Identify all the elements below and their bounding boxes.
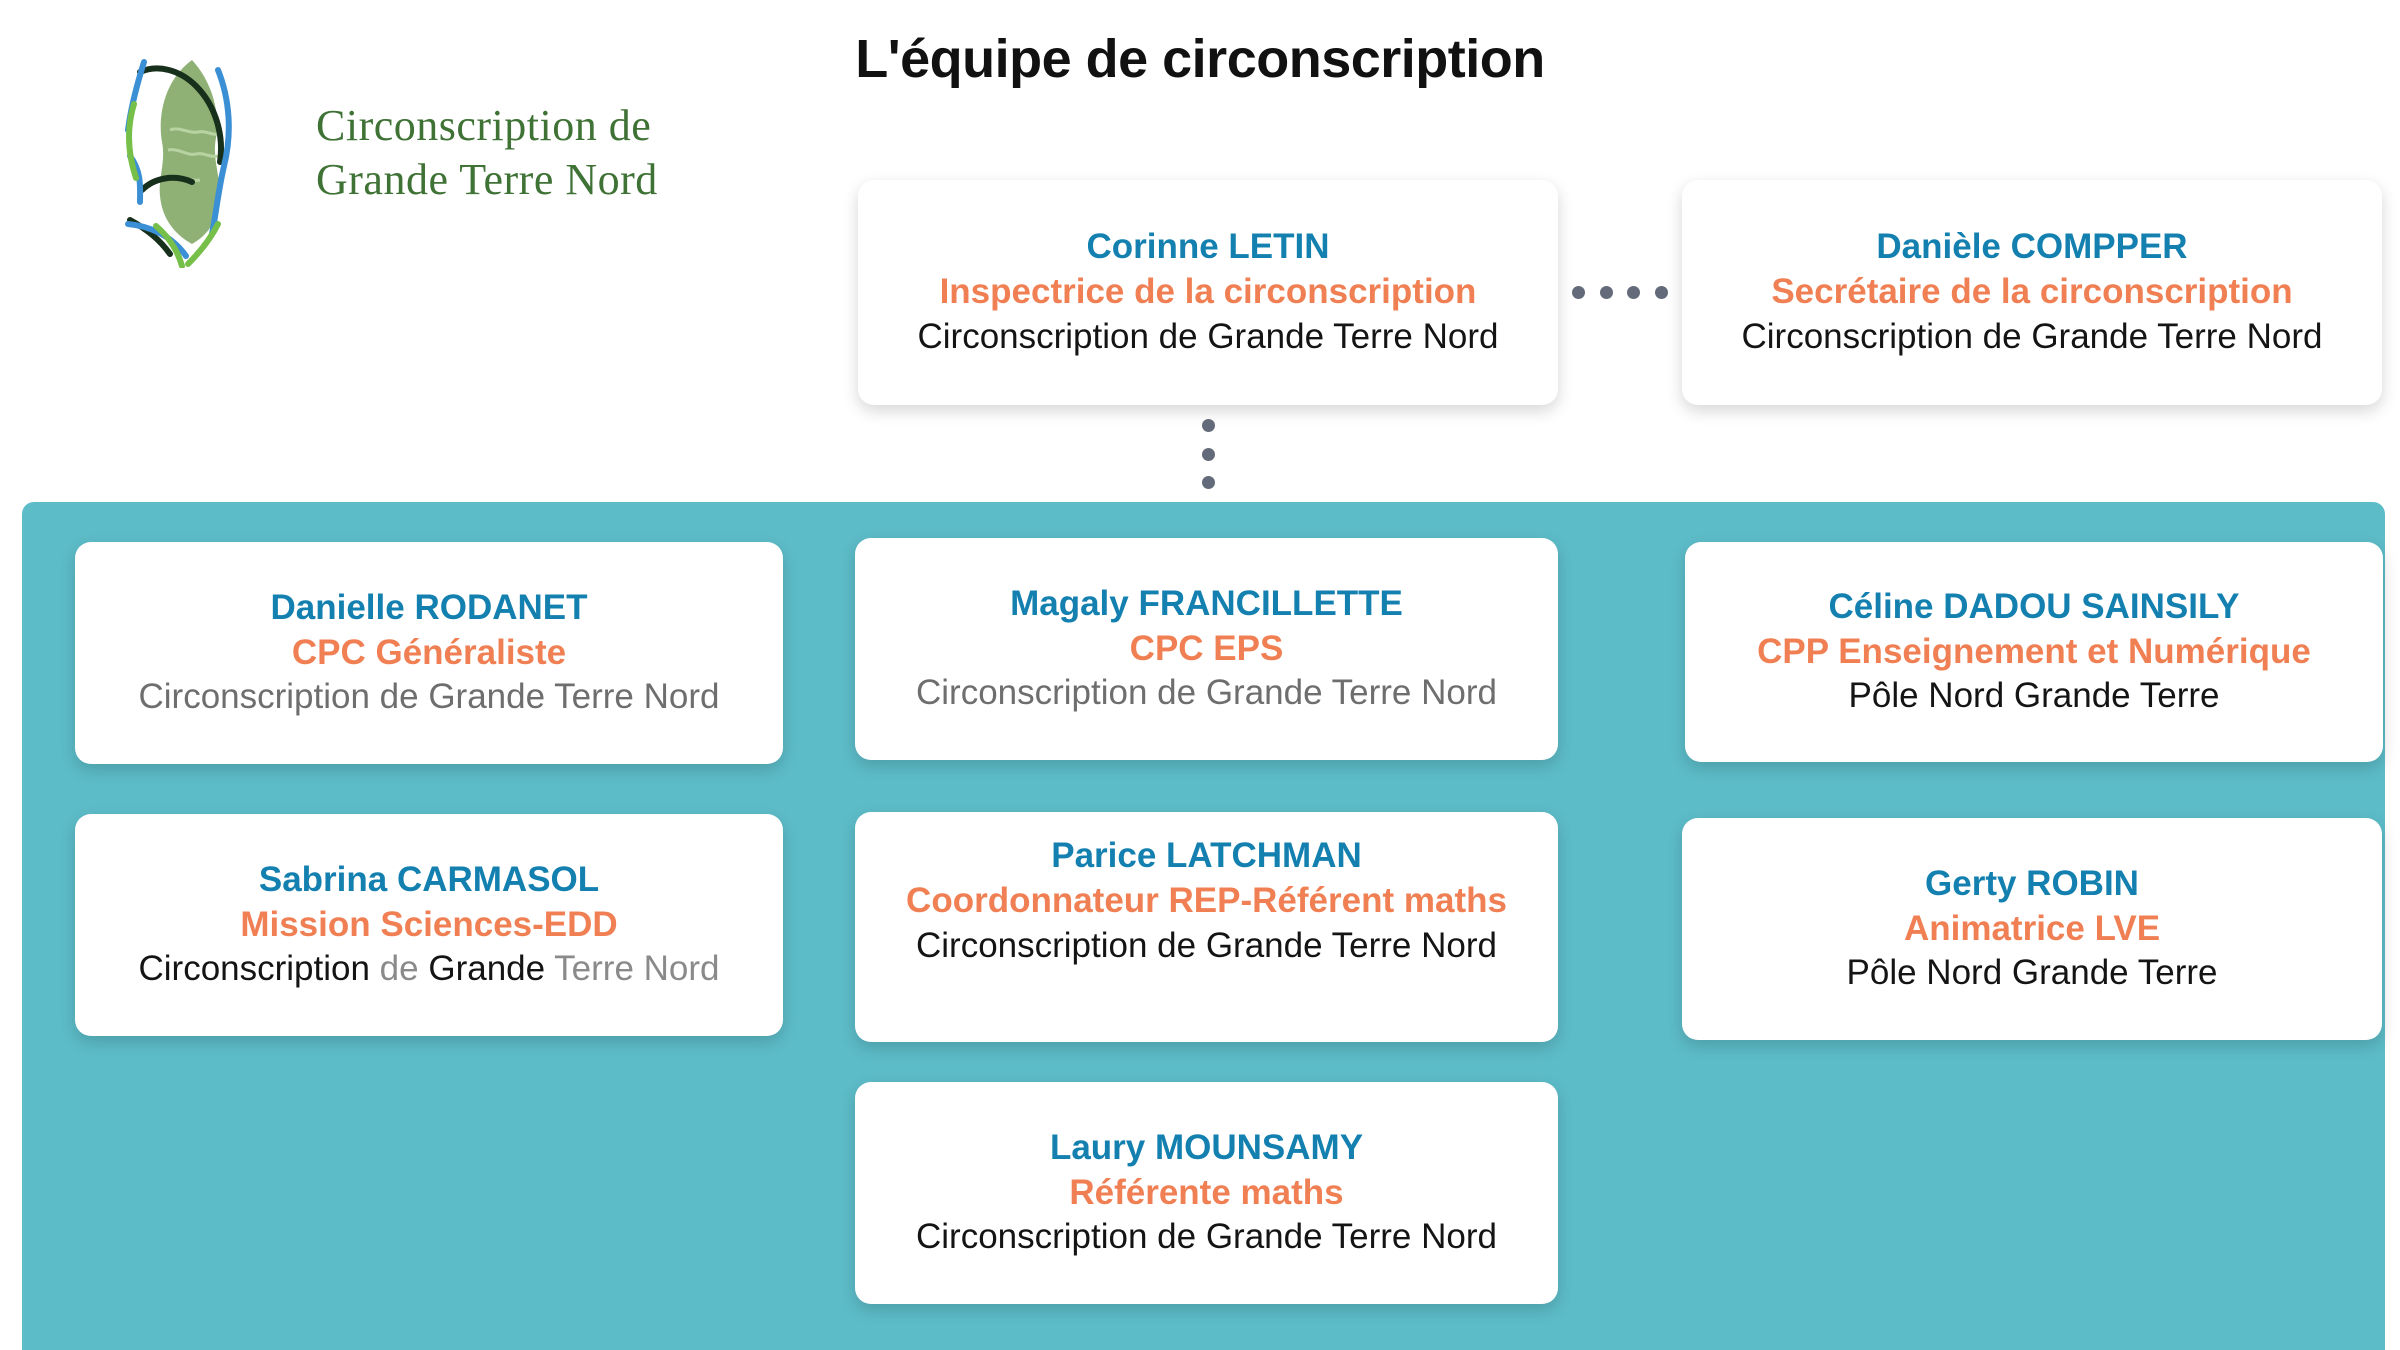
- person-card-daniele-compper[interactable]: Danièle COMPPER Secrétaire de la circons…: [1682, 180, 2382, 405]
- person-card-parice-latchman[interactable]: Parice LATCHMAN Coordonnateur REP-Référe…: [855, 812, 1558, 1042]
- person-role: Secrétaire de la circonscription: [1771, 272, 2293, 312]
- person-name: Gerty ROBIN: [1925, 863, 2139, 903]
- place-text-run: Grande: [428, 949, 546, 989]
- person-card-gerty-robin[interactable]: Gerty ROBIN Animatrice LVE Pôle Nord Gra…: [1682, 818, 2382, 1040]
- person-card-sabrina-carmasol[interactable]: Sabrina CARMASOL Mission Sciences-EDD Ci…: [75, 814, 783, 1036]
- person-name: Laury MOUNSAMY: [1049, 1127, 1364, 1167]
- person-role: Inspectrice de la circonscription: [939, 272, 1477, 312]
- page-title: L'équipe de circonscription: [855, 29, 1545, 89]
- person-place: Pôle Nord Grande Terre: [1846, 953, 2218, 993]
- place-text-run: Terre Nord: [545, 949, 720, 989]
- logo-line-1: Circonscription de: [316, 101, 652, 151]
- logo-line-2: Grande Terre Nord: [316, 155, 658, 204]
- connector-dot: [1201, 447, 1215, 461]
- grande-terre-nord-map-logo-icon: [100, 38, 290, 269]
- person-name: Corinne LETIN: [1086, 227, 1330, 267]
- logo-wordmark: Circonscription de Grande Terre Nord: [316, 99, 658, 206]
- place-text-run: Circonscription: [138, 949, 370, 989]
- person-card-danielle-rodanet[interactable]: Danielle RODANET CPC Généraliste Circons…: [75, 542, 783, 764]
- person-card-celine-dadou-sainsily[interactable]: Céline DADOU SAINSILY CPP Enseignement e…: [1685, 542, 2383, 762]
- person-place: Circonscription de Grande Terre Nord: [1741, 316, 2323, 356]
- person-place: Circonscription de Grande Terre Nord: [915, 925, 1497, 965]
- person-place: Circonscription de Grande Terre Nord: [915, 673, 1497, 713]
- connector-dot: [1201, 475, 1215, 489]
- connector-dots-horizontal: [1558, 282, 1682, 302]
- person-role: Mission Sciences-EDD: [240, 904, 618, 944]
- person-name: Magaly FRANCILLETTE: [1010, 583, 1403, 623]
- person-place: Circonscription de Grande Terre Nord: [915, 1217, 1497, 1257]
- person-name: Sabrina CARMASOL: [258, 859, 600, 899]
- person-name: Danielle RODANET: [270, 587, 588, 627]
- person-name: Parice LATCHMAN: [1051, 836, 1362, 875]
- person-role: CPC Généraliste: [291, 632, 567, 672]
- person-name: Danièle COMPPER: [1876, 227, 2188, 267]
- person-role: CPP Enseignement et Numérique: [1757, 631, 2311, 671]
- connector-dot: [1654, 285, 1668, 299]
- connector-dot: [1599, 285, 1613, 299]
- person-place: Pôle Nord Grande Terre: [1848, 676, 2220, 716]
- person-role: Coordonnateur REP-Référent maths: [906, 880, 1507, 920]
- person-role: CPC EPS: [1129, 628, 1284, 668]
- person-card-laury-mounsamy[interactable]: Laury MOUNSAMY Référente maths Circonscr…: [855, 1082, 1558, 1304]
- person-name: Céline DADOU SAINSILY: [1828, 586, 2240, 626]
- person-role: Référente maths: [1069, 1172, 1344, 1212]
- place-text-run: de: [369, 949, 429, 989]
- person-place: Circonscription de Grande Terre Nord: [138, 677, 720, 717]
- person-card-magaly-francillette[interactable]: Magaly FRANCILLETTE CPC EPS Circonscript…: [855, 538, 1558, 760]
- connector-dots-vertical: [1198, 404, 1218, 504]
- person-card-corinne-letin[interactable]: Corinne LETIN Inspectrice de la circonsc…: [858, 180, 1558, 405]
- organisation-logo: Circonscription de Grande Terre Nord: [100, 28, 740, 278]
- person-place: Circonscription de Grande Terre Nord: [917, 316, 1499, 356]
- person-role: Animatrice LVE: [1903, 908, 2161, 948]
- connector-dot: [1201, 419, 1215, 433]
- connector-dot: [1627, 285, 1641, 299]
- connector-dot: [1572, 285, 1586, 299]
- person-place: Circonscription de Grande Terre Nord: [93, 947, 765, 992]
